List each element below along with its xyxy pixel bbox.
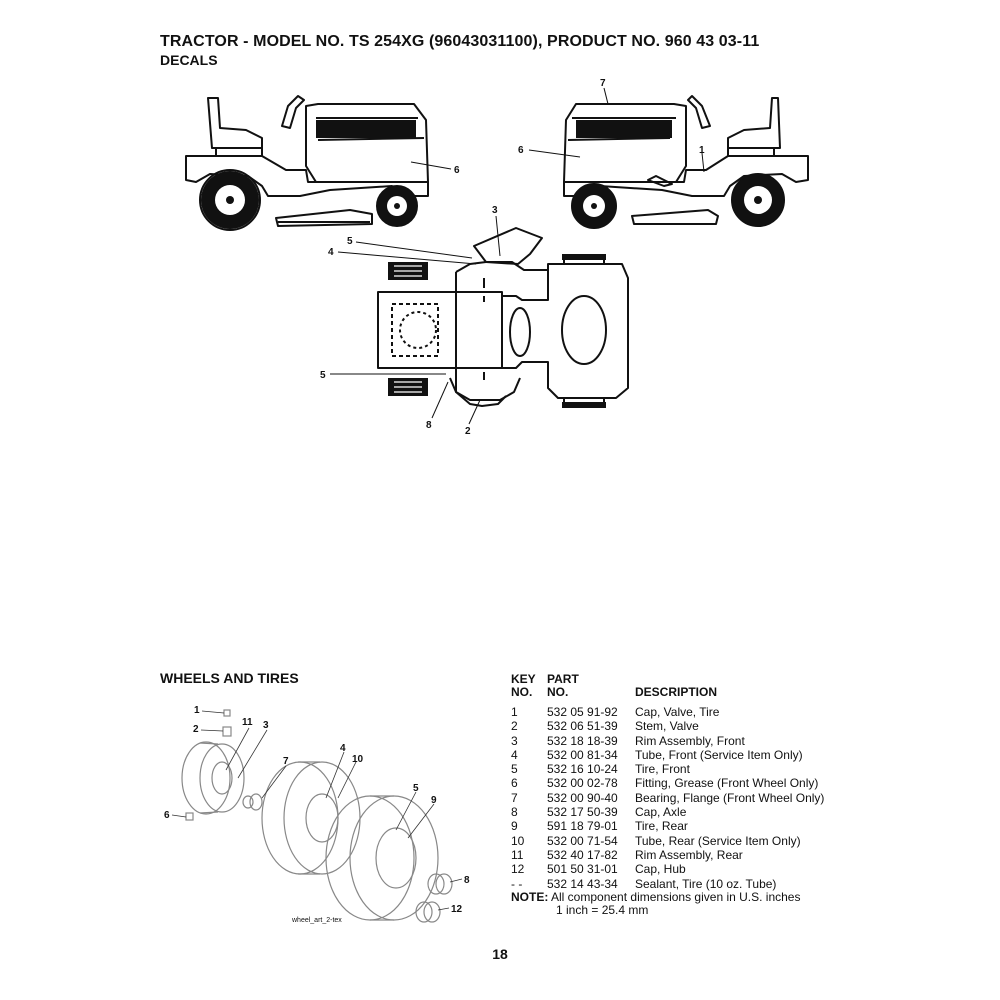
part-number-cell: 532 40 17-82 bbox=[547, 847, 618, 862]
header-key-bottom: NO. bbox=[511, 685, 533, 699]
note-line2: 1 inch = 25.4 mm bbox=[556, 903, 649, 917]
part-number-cell: 532 00 71-54 bbox=[547, 833, 618, 848]
decal-callout-7: 7 bbox=[600, 78, 606, 89]
part-number-cell: 532 00 02-78 bbox=[547, 776, 618, 791]
key-cell: 5 bbox=[511, 762, 518, 777]
wheel-callout-3: 3 bbox=[263, 720, 269, 731]
header-part-bottom: NO. bbox=[547, 685, 569, 699]
wheel-callout-4: 4 bbox=[340, 743, 346, 754]
note-label: NOTE: bbox=[511, 890, 549, 904]
wheel-callout-10: 10 bbox=[352, 754, 364, 765]
decal-callout-6-left: 6 bbox=[454, 165, 460, 176]
key-cell: 12 bbox=[511, 862, 525, 877]
key-cell: 1 bbox=[511, 705, 518, 719]
part-number-cell: 532 06 51-39 bbox=[547, 719, 618, 734]
key-cell: 10 bbox=[511, 833, 525, 848]
key-cell: 11 bbox=[511, 847, 524, 862]
header-description: DESCRIPTION bbox=[635, 685, 718, 699]
part-number-cell: 532 14 43-34 bbox=[547, 876, 618, 891]
key-cell: 7 bbox=[511, 790, 518, 805]
key-cell: 3 bbox=[511, 733, 518, 748]
wheel-callout-11: 11 bbox=[242, 717, 253, 728]
key-cell: 8 bbox=[511, 805, 518, 820]
part-number-cell: 501 50 31-01 bbox=[547, 862, 618, 877]
decal-callout-2: 2 bbox=[465, 426, 471, 437]
wheel-callout-1: 1 bbox=[194, 705, 200, 716]
key-cell: 2 bbox=[511, 719, 518, 734]
part-number-cell: 532 05 91-92 bbox=[547, 705, 618, 719]
header-part-top: PART bbox=[547, 672, 579, 686]
description-cell: Tire, Front bbox=[635, 762, 690, 777]
section-title-wheels: WHEELS AND TIRES bbox=[160, 670, 299, 686]
part-number-cell: 591 18 79-01 bbox=[547, 819, 618, 834]
wheel-callout-2: 2 bbox=[193, 724, 199, 735]
description-cell: Rim Assembly, Front bbox=[635, 733, 745, 748]
key-cell: - - bbox=[511, 876, 523, 891]
description-cell: Stem, Valve bbox=[635, 719, 699, 734]
tractor-right-side-view bbox=[563, 95, 809, 229]
wheel-callout-8: 8 bbox=[464, 875, 470, 886]
description-cell: Fitting, Grease (Front Wheel Only) bbox=[635, 776, 819, 791]
decal-callout-5-bottom: 5 bbox=[320, 370, 326, 381]
wheel-callout-7: 7 bbox=[283, 756, 289, 767]
decal-callout-6-right: 6 bbox=[518, 145, 524, 156]
note-line1: All component dimensions given in U.S. i… bbox=[551, 890, 801, 904]
tractor-top-view bbox=[377, 227, 629, 407]
note: NOTE: All component dimensions given in … bbox=[511, 891, 800, 917]
wheel-callout-5: 5 bbox=[413, 783, 419, 794]
description-cell: Rim Assembly, Rear bbox=[635, 847, 743, 862]
art-caption: wheel_art_2-tex bbox=[291, 917, 342, 924]
wheel-callout-12: 12 bbox=[451, 904, 463, 915]
section-title-decals: DECALS bbox=[160, 52, 218, 68]
wheel-callout-9: 9 bbox=[431, 795, 437, 806]
decal-callout-4: 4 bbox=[328, 247, 334, 258]
key-cell: 4 bbox=[511, 747, 518, 762]
page-title: TRACTOR - MODEL NO. TS 254XG (9604303110… bbox=[160, 33, 760, 50]
key-cell: 9 bbox=[511, 819, 518, 834]
decal-callout-8: 8 bbox=[426, 420, 432, 431]
key-cell: 6 bbox=[511, 776, 518, 791]
description-cell: Cap, Axle bbox=[635, 805, 687, 820]
header-key-top: KEY bbox=[511, 672, 536, 686]
decal-callout-1: 1 bbox=[699, 145, 705, 156]
description-cell: Tire, Rear bbox=[635, 819, 688, 834]
part-number-cell: 532 16 10-24 bbox=[547, 762, 618, 777]
description-cell: Cap, Valve, Tire bbox=[635, 705, 720, 719]
description-cell: Tube, Rear (Service Item Only) bbox=[635, 833, 801, 848]
decal-callout-5-top: 5 bbox=[347, 236, 353, 247]
part-number-cell: 532 00 81-34 bbox=[547, 747, 618, 762]
page-number: 18 bbox=[492, 946, 508, 962]
part-number-cell: 532 00 90-40 bbox=[547, 790, 618, 805]
description-cell: Bearing, Flange (Front Wheel Only) bbox=[635, 790, 825, 805]
wheel-callout-6: 6 bbox=[164, 810, 170, 821]
part-number-cell: 532 18 18-39 bbox=[547, 733, 618, 748]
wheels-exploded-view bbox=[181, 709, 453, 923]
part-number-cell: 532 17 50-39 bbox=[547, 805, 618, 820]
decal-callout-3: 3 bbox=[492, 205, 498, 216]
description-cell: Tube, Front (Service Item Only) bbox=[635, 747, 803, 762]
description-cell: Sealant, Tire (10 oz. Tube) bbox=[635, 876, 777, 891]
description-cell: Cap, Hub bbox=[635, 862, 686, 877]
